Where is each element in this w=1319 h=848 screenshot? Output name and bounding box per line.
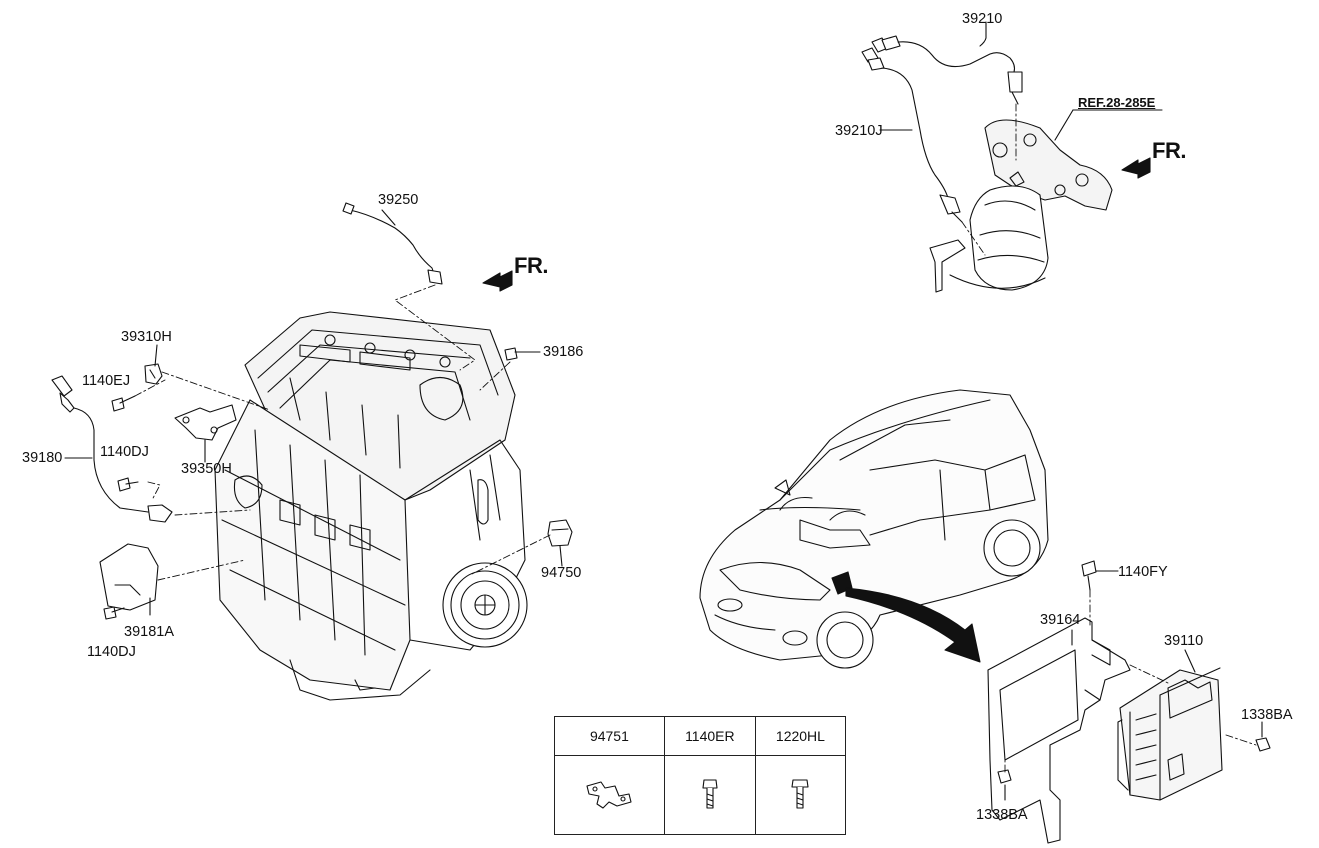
bolt-icon — [791, 778, 809, 809]
sensor-94750 — [547, 519, 573, 547]
bracket-39350H — [174, 404, 237, 441]
part-label-39186: 39186 — [543, 344, 584, 360]
part-label-1338BA-right: 1338BA — [1241, 707, 1293, 723]
bolt-1140DJ-top — [117, 477, 139, 492]
part-label-1338BA-bottom: 1338BA — [976, 807, 1028, 823]
bolt-1140DJ-bottom — [103, 606, 125, 620]
table-cell-94751 — [554, 755, 665, 835]
table-header-cell: 94751 — [554, 716, 665, 756]
ecu-module-39110 — [1117, 667, 1223, 801]
front-direction-label: FR. — [1152, 138, 1186, 163]
bolt-icon — [702, 778, 718, 809]
front-direction-arrow-icon — [482, 270, 513, 292]
table-cell-1220HL — [754, 755, 847, 835]
oxygen-sensors-and-catalytic-converter — [861, 35, 1113, 293]
part-label-39350H: 39350H — [181, 461, 232, 477]
part-label-1140DJ-bottom: 1140DJ — [87, 644, 136, 660]
front-direction-label: FR. — [514, 253, 548, 278]
reference-label: REF.28-285E — [1078, 95, 1156, 110]
bolt-1140EJ — [111, 395, 136, 412]
parts-table: 94751 1140ER 1220HL — [554, 716, 847, 835]
part-label-1140EJ: 1140EJ — [82, 373, 131, 389]
part-label-39164: 39164 — [1040, 612, 1081, 628]
ecu-bracket-39164 — [987, 617, 1131, 844]
engine-block — [214, 311, 528, 701]
location-arrow-icon — [845, 587, 981, 663]
part-label-39180: 39180 — [22, 450, 63, 466]
part-label-39310H: 39310H — [121, 329, 172, 345]
nut-1338BA-right — [1255, 737, 1271, 752]
bolt-39186 — [504, 347, 531, 361]
vehicle-illustration — [699, 389, 1049, 669]
crankshaft-sensor-harness — [51, 375, 173, 523]
table-header-cell: 1220HL — [754, 716, 847, 756]
part-label-39110: 39110 — [1164, 633, 1204, 649]
knock-sensor-harness — [342, 202, 443, 285]
part-label-39210: 39210 — [962, 11, 1003, 27]
part-label-1140DJ-top: 1140DJ — [100, 444, 149, 460]
cover-39181A — [99, 543, 159, 611]
table-header-cell: 1140ER — [663, 716, 756, 756]
front-direction-arrow-icon — [1121, 157, 1151, 179]
part-label-94750: 94750 — [541, 565, 582, 581]
part-label-39250: 39250 — [378, 192, 419, 208]
nut-1338BA-bottom — [997, 769, 1012, 784]
bracket-icon — [586, 780, 632, 809]
part-label-39210J: 39210J — [835, 123, 883, 139]
part-label-39181A: 39181A — [124, 624, 174, 640]
table-cell-1140ER — [663, 755, 756, 835]
camshaft-position-sensor — [144, 363, 163, 385]
part-label-1140FY: 1140FY — [1118, 564, 1168, 580]
bolt-1140FY — [1081, 560, 1097, 591]
